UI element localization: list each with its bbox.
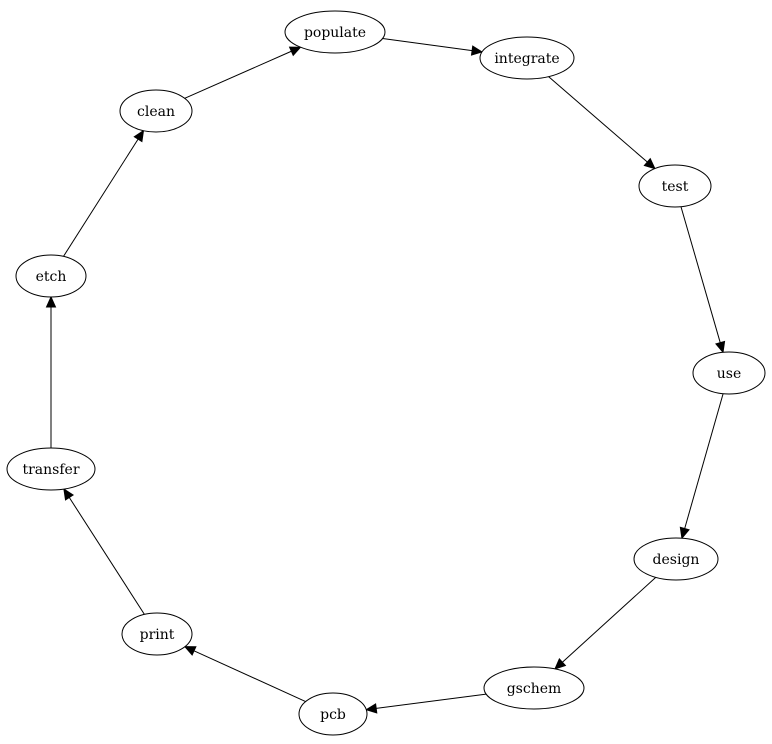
arrowhead-icon: [133, 129, 145, 143]
arrowhead-icon: [288, 46, 302, 57]
node-populate[interactable]: populate: [284, 10, 386, 54]
node-ellipse: [479, 36, 575, 80]
node-ellipse: [121, 612, 193, 656]
node-label: etch: [36, 269, 67, 285]
node-label: design: [653, 552, 700, 568]
node-pcb[interactable]: pcb: [298, 692, 368, 736]
node-ellipse: [284, 10, 386, 54]
node-label: integrate: [494, 51, 559, 67]
node-label: clean: [137, 104, 175, 120]
edge-line: [63, 138, 139, 257]
edge-line: [68, 497, 145, 615]
edge-use-to-design: [679, 393, 724, 540]
arrowhead-icon: [715, 340, 726, 354]
node-ellipse: [633, 537, 719, 581]
node-label: test: [662, 179, 689, 195]
edge-line: [684, 393, 724, 529]
edge-pcb-to-print: [183, 646, 306, 703]
edge-line: [548, 76, 648, 163]
node-clean[interactable]: clean: [119, 89, 193, 133]
node-label: transfer: [22, 462, 79, 478]
edge-line: [680, 206, 721, 343]
arrowhead-icon: [470, 45, 484, 56]
node-ellipse: [298, 692, 368, 736]
edge-gschem-to-pcb: [365, 693, 487, 714]
node-ellipse: [6, 447, 96, 491]
arrowhead-icon: [365, 703, 378, 714]
edge-line: [376, 693, 487, 709]
node-print[interactable]: print: [121, 612, 193, 656]
edge-line: [562, 577, 657, 663]
edge-line: [382, 37, 473, 52]
node-transfer[interactable]: transfer: [6, 447, 96, 491]
arrowhead-icon: [679, 526, 690, 540]
arrowhead-icon: [643, 157, 656, 170]
node-ellipse: [119, 89, 193, 133]
edge-line: [184, 50, 292, 99]
edge-design-to-gschem: [554, 577, 657, 670]
node-integrate[interactable]: integrate: [479, 36, 575, 80]
edge-integrate-to-test: [548, 76, 656, 170]
node-label: gschem: [507, 681, 562, 697]
edge-transfer-to-etch: [45, 295, 57, 448]
node-ellipse: [692, 351, 766, 395]
node-label: use: [717, 366, 742, 382]
edge-etch-to-clean: [63, 129, 145, 257]
node-label: populate: [304, 25, 366, 41]
node-test[interactable]: test: [638, 164, 712, 208]
node-etch[interactable]: etch: [15, 254, 87, 298]
edge-clean-to-populate: [184, 46, 302, 99]
edge-line: [193, 650, 306, 703]
edge-print-to-transfer: [63, 488, 145, 615]
node-ellipse: [483, 666, 585, 710]
node-label: print: [140, 627, 175, 643]
edge-test-to-use: [680, 206, 726, 354]
arrowhead-icon: [183, 646, 197, 656]
node-label: pcb: [320, 707, 346, 723]
arrowhead-icon: [63, 488, 75, 501]
arrowhead-icon: [554, 657, 567, 670]
edge-populate-to-integrate: [382, 37, 484, 56]
node-use[interactable]: use: [692, 351, 766, 395]
node-gschem[interactable]: gschem: [483, 666, 585, 710]
node-design[interactable]: design: [633, 537, 719, 581]
arrowhead-icon: [45, 295, 57, 308]
node-ellipse: [15, 254, 87, 298]
node-ellipse: [638, 164, 712, 208]
